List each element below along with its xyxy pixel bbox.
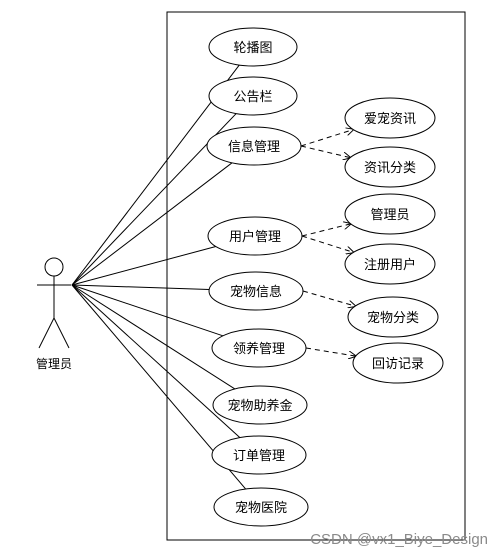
use-case-yonghu-guanli: 用户管理 [207, 216, 303, 256]
association-chongwu-zhuyangjin [71, 284, 236, 390]
dependency-lingyang-guanli-to-huifang-jilu [305, 347, 356, 356]
use-case-label: 宠物信息 [230, 284, 282, 300]
use-case-ellipse [347, 296, 439, 338]
use-case-ellipse [208, 271, 304, 311]
actor-right-leg [53, 317, 70, 349]
use-case-label: 用户管理 [229, 229, 281, 245]
association-dingdan-guanli [71, 284, 241, 439]
dependency-yonghu-guanli-to-guanliyuan [301, 224, 351, 237]
use-case-label: 订单管理 [233, 449, 285, 464]
use-case-label: 管理员 [370, 208, 409, 223]
dependency-xinxi-guanli-to-aichong-zixun [300, 130, 353, 147]
use-case-chongwu-zhuyangjin: 宠物助养金 [212, 385, 308, 425]
use-case-ellipse [344, 193, 436, 235]
system-boundary [166, 11, 466, 541]
use-case-xinxi-guanli: 信息管理 [206, 126, 302, 166]
use-case-label: 回访记录 [372, 357, 424, 372]
use-case-ellipse [213, 487, 309, 527]
use-case-ellipse [344, 146, 436, 188]
use-case-ellipse [212, 385, 308, 425]
use-case-ellipse [206, 126, 302, 166]
use-case-ellipse [208, 27, 298, 67]
use-case-label: 资讯分类 [364, 161, 416, 176]
connectors [71, 64, 356, 490]
use-case-aichong-zixun: 爱宠资讯 [344, 97, 436, 139]
use-case-label: 公告栏 [233, 90, 272, 105]
use-case-chongwu-fenlei: 宠物分类 [347, 296, 439, 338]
use-case-ellipse [344, 97, 436, 139]
actor-left-leg [38, 317, 55, 349]
use-case-label: 领养管理 [233, 341, 285, 357]
use-case-chongwu-yiyuan: 宠物医院 [213, 487, 309, 527]
actor-head [44, 257, 64, 277]
association-chongwu-xinxi [71, 284, 210, 290]
use-case-zixun-fenlei: 资讯分类 [344, 146, 436, 188]
dependency-chongwu-xinxi-to-chongwu-fenlei [302, 290, 355, 306]
use-case-ellipse [208, 76, 298, 116]
use-case-ellipse [352, 342, 444, 384]
use-case-gonggaolan: 公告栏 [208, 76, 298, 116]
use-case-chongwu-xinxi: 宠物信息 [208, 271, 304, 311]
use-case-label: 注册用户 [364, 257, 416, 273]
use-case-label: 爱宠资讯 [364, 111, 416, 127]
dependency-xinxi-guanli-to-zixun-fenlei [300, 145, 350, 158]
association-xinxi-guanli [71, 162, 233, 286]
use-case-zhuce-yonghu: 注册用户 [344, 243, 436, 285]
association-yonghu-guanli [71, 246, 216, 286]
use-case-guanliyuan: 管理员 [344, 193, 436, 235]
actor-label: 管理员 [36, 356, 72, 371]
use-case-ellipse [211, 328, 307, 368]
use-case-label: 宠物分类 [367, 310, 419, 326]
use-case-huifang-jilu: 回访记录 [352, 342, 444, 384]
use-case-label: 宠物助养金 [227, 398, 292, 414]
watermark: CSDN @vx1_Biye_Design [310, 531, 488, 548]
use-case-label: 宠物医院 [235, 500, 287, 516]
use-case-lingyang-guanli: 领养管理 [211, 328, 307, 368]
dependency-yonghu-guanli-to-zhuce-yonghu [301, 235, 353, 252]
use-case-ellipse [344, 243, 436, 285]
association-lingyang-guanli [71, 284, 224, 337]
use-case-ellipse [211, 435, 307, 475]
use-case-ellipse [207, 216, 303, 256]
use-case-dingdan-guanli: 订单管理 [211, 435, 307, 475]
use-case-lunbotu: 轮播图 [208, 27, 298, 67]
use-case-label: 信息管理 [228, 139, 280, 155]
use-case-label: 轮播图 [233, 41, 272, 56]
actor-figure [37, 257, 71, 349]
